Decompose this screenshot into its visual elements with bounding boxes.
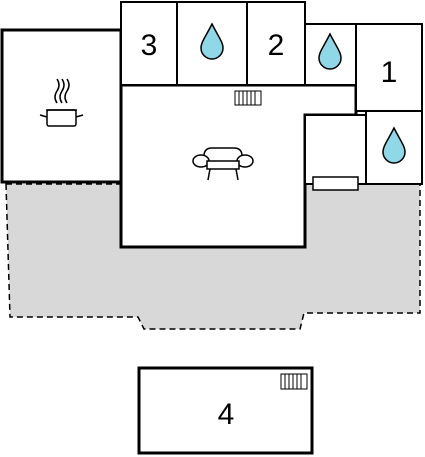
bathroom-2 — [304, 23, 357, 86]
room-1: 1 — [355, 23, 423, 112]
sofa-icon — [192, 147, 254, 181]
bathroom-1 — [176, 1, 248, 86]
terrace — [5, 183, 421, 330]
cooking-pot-icon — [39, 78, 84, 127]
bathroom-3 — [365, 110, 423, 185]
water-drop-icon — [318, 32, 342, 70]
room-3: 3 — [120, 1, 178, 86]
room-number-4: 4 — [218, 398, 235, 431]
room-number-1: 1 — [381, 56, 398, 89]
radiator-icon — [312, 176, 359, 191]
kitchen-room — [0, 28, 123, 184]
water-drop-icon — [200, 22, 224, 60]
radiator-icon — [280, 373, 308, 390]
radiator-icon — [234, 90, 262, 106]
room-4: 4 — [137, 366, 314, 455]
room-number-3: 3 — [141, 29, 158, 62]
room-number-2: 2 — [268, 29, 285, 62]
water-drop-icon — [382, 126, 406, 164]
room-2: 2 — [246, 1, 306, 86]
hallway — [304, 114, 367, 191]
